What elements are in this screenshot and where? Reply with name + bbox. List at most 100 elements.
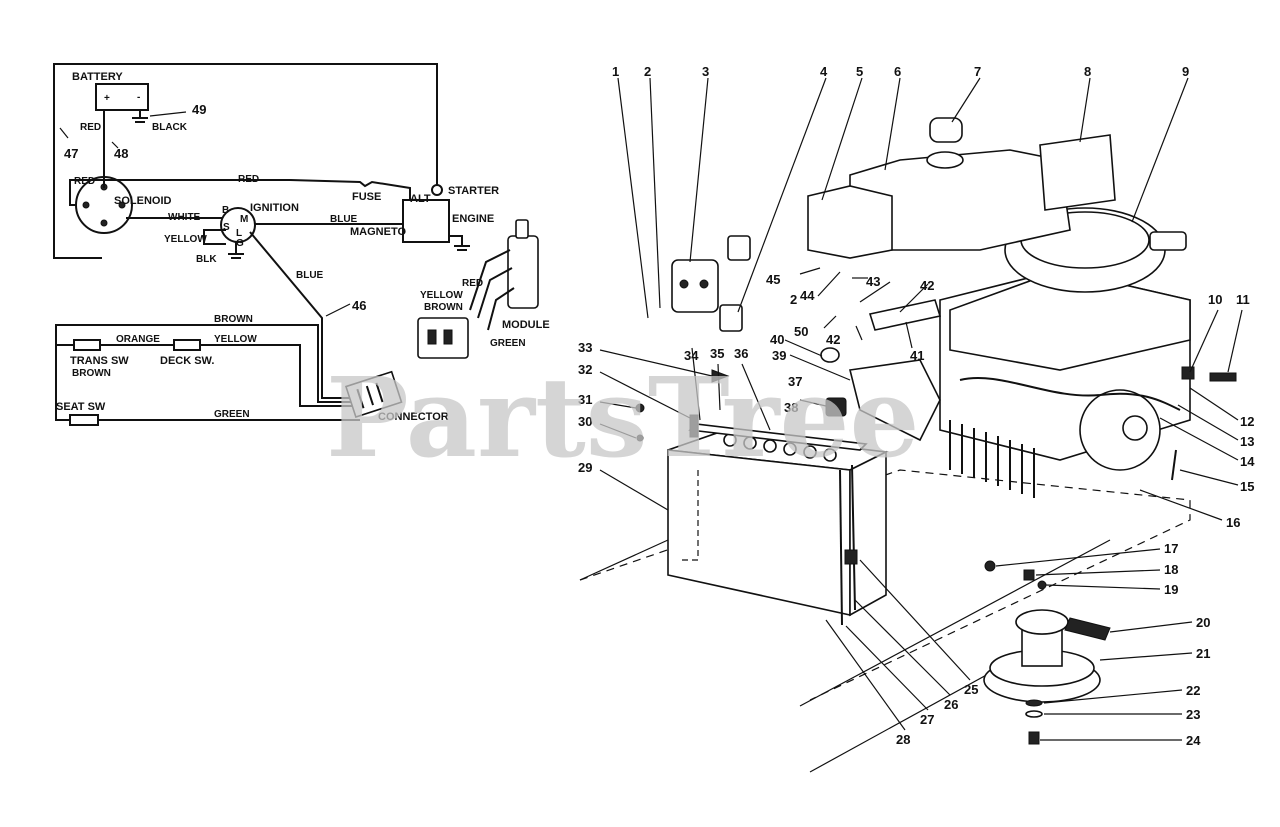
trans-sw-label: TRANS SW xyxy=(70,355,129,367)
deck-switch-symbol xyxy=(173,339,201,351)
callout-30: 30 xyxy=(578,414,592,429)
callout-2-lower: 2 xyxy=(790,292,797,307)
wiring-schematic: + - BATTERY BLACK 49 RED 47 48 SOLENOID … xyxy=(53,63,550,426)
wire-label-green-seat: GREEN xyxy=(214,409,250,420)
battery-rod xyxy=(839,469,843,626)
callout-13: 13 xyxy=(1240,434,1254,449)
callout-8: 8 xyxy=(1084,64,1091,79)
part-10 xyxy=(1181,366,1195,380)
callout-20: 20 xyxy=(1196,615,1210,630)
solenoid xyxy=(671,235,751,313)
callout-39: 39 xyxy=(772,348,786,363)
white-wire-loop xyxy=(53,63,438,259)
callout-11: 11 xyxy=(1236,292,1250,307)
wire-label-black: BLACK xyxy=(152,122,188,133)
callout-37: 37 xyxy=(788,374,802,389)
starter-label: STARTER xyxy=(448,185,499,197)
yellow-switch-wire xyxy=(200,344,358,407)
callout-7: 7 xyxy=(974,64,981,79)
callout-42-lower: 42 xyxy=(826,332,840,347)
washer-23 xyxy=(1025,710,1043,718)
wire-label-red-battery: RED xyxy=(80,122,101,133)
callout-48: 48 xyxy=(114,146,128,161)
ignition-switch xyxy=(719,304,743,332)
callout-47: 47 xyxy=(64,146,78,161)
bracket-18 xyxy=(1023,569,1035,581)
callout-45: 45 xyxy=(766,272,780,287)
bolt-15 xyxy=(1171,449,1177,481)
seat-switch-symbol xyxy=(69,414,99,426)
battery-nut xyxy=(844,549,858,565)
base-plate-edge xyxy=(799,539,1111,707)
callout-31: 31 xyxy=(578,392,592,407)
callout-33: 33 xyxy=(578,340,592,355)
nut-17 xyxy=(984,560,996,572)
air-cleaner xyxy=(807,185,893,259)
callout-29: 29 xyxy=(578,460,592,475)
engine xyxy=(939,207,1191,498)
engine-pulley xyxy=(983,609,1101,703)
washer-30 xyxy=(636,434,644,442)
ignition-terminal-l: L xyxy=(236,228,242,239)
battery-plus-label: + xyxy=(104,93,110,104)
callout-42: 42 xyxy=(920,278,934,293)
ignition-terminal-s: S xyxy=(223,222,230,233)
wire-label-brown-top: BROWN xyxy=(214,314,253,325)
callout-21: 21 xyxy=(1196,646,1210,661)
callout-6: 6 xyxy=(894,64,901,79)
callout-16: 16 xyxy=(1226,515,1240,530)
ignition-terminal-g: G xyxy=(236,238,244,249)
battery-label: BATTERY xyxy=(72,71,123,83)
connector-label: CONNECTOR xyxy=(378,411,449,423)
bolt-32 xyxy=(689,414,699,438)
battery-minus-label: - xyxy=(137,92,140,103)
callout-1: 1 xyxy=(612,64,619,79)
wire-label-red-fuse: RED xyxy=(238,174,259,185)
callout-22: 22 xyxy=(1186,683,1200,698)
battery xyxy=(667,431,889,617)
callout-12: 12 xyxy=(1240,414,1254,429)
wire-label-blk: BLK xyxy=(196,254,217,265)
leader-47 xyxy=(59,127,69,139)
engine-symbol xyxy=(402,199,450,243)
wire-label-yellow: YELLOW xyxy=(164,234,207,245)
wire-label-blue-magneto: BLUE xyxy=(330,214,358,225)
washer-22 xyxy=(1025,699,1043,707)
leader-48 xyxy=(111,141,119,149)
callout-26: 26 xyxy=(944,697,958,712)
wire-label-blue-connector: BLUE xyxy=(296,270,324,281)
battery-symbol xyxy=(95,83,149,111)
pulley-key xyxy=(1064,617,1111,641)
callout-44: 44 xyxy=(800,288,815,303)
callout-3: 3 xyxy=(702,64,709,79)
callout-19: 19 xyxy=(1164,582,1178,597)
watermark-logo: PartsTree xyxy=(326,353,920,482)
red-solenoid-wire xyxy=(69,179,290,206)
deck-sw-label: DECK SW. xyxy=(160,355,214,367)
engine-label: ENGINE xyxy=(452,213,494,225)
callout-numbers: 1 2 3 4 5 6 7 8 9 10 11 12 13 14 15 16 1… xyxy=(578,64,1255,748)
blue-connector-wire xyxy=(249,231,352,399)
wire-label-red-module: RED xyxy=(462,278,483,289)
base-plate-edge xyxy=(579,539,669,581)
bolt-11 xyxy=(1209,372,1237,382)
callout-40: 40 xyxy=(770,332,784,347)
wire-label-yellow-switch: YELLOW xyxy=(214,334,257,345)
starter-cap-38 xyxy=(825,397,847,417)
callout-46: 46 xyxy=(352,298,366,313)
wire-label-green-module: GREEN xyxy=(490,338,526,349)
ignition-label: IGNITION xyxy=(250,202,299,214)
solenoid-label: SOLENOID xyxy=(114,195,172,207)
leader-49 xyxy=(149,111,187,117)
muffler-shield xyxy=(1039,134,1116,211)
brown-switch-wire xyxy=(55,324,356,421)
callout-15: 15 xyxy=(1240,479,1254,494)
battery-rod xyxy=(851,464,856,611)
ignition-terminal-m: M xyxy=(240,214,248,225)
callout-24: 24 xyxy=(1186,733,1201,748)
exploded-view: 1 2 3 4 5 6 7 8 9 10 11 12 13 14 15 16 1… xyxy=(578,64,1255,773)
module-label: MODULE xyxy=(502,319,550,331)
engine-ground-wire xyxy=(449,235,463,246)
